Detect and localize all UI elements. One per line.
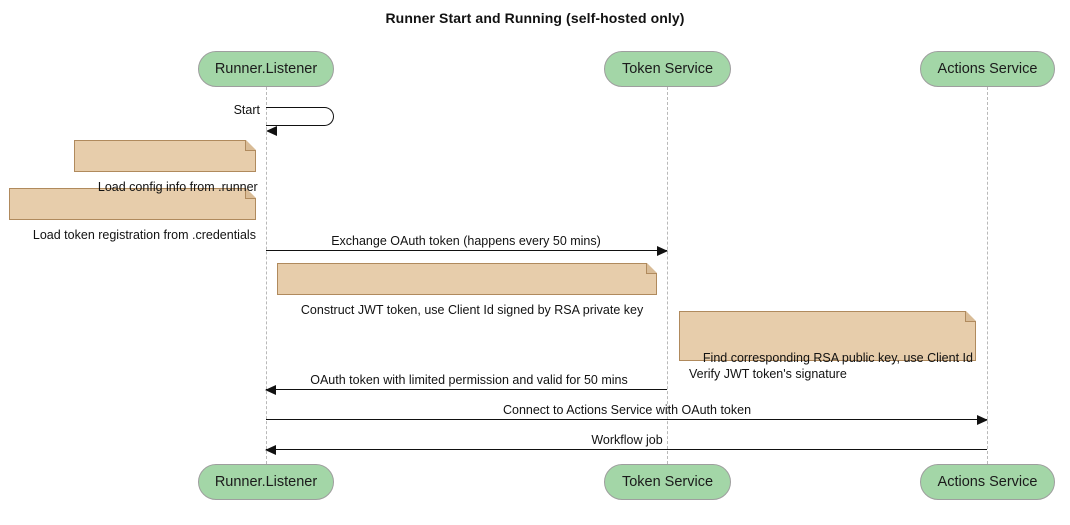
participant-label: Token Service (621, 61, 714, 77)
arrowhead-right-icon (977, 415, 988, 425)
note-fold-corner-icon (646, 262, 658, 274)
lifeline-actions (987, 87, 988, 464)
note-text: Load config info from .runner (97, 180, 258, 194)
message-label-connect-actions: Connect to Actions Service with OAuth to… (502, 403, 752, 417)
self-message-arrowhead-start (266, 126, 277, 136)
message-label-exchange-oauth: Exchange OAuth token (happens every 50 m… (331, 234, 601, 248)
message-line-workflow-job (265, 445, 987, 455)
message-label-workflow-job: Workflow job (591, 433, 663, 447)
participant-label: Actions Service (937, 474, 1038, 490)
note-fold-corner-icon (245, 187, 257, 199)
note-construct-jwt: Construct JWT token, use Client Id signe… (277, 262, 658, 317)
note-text: Load token registration from .credential… (32, 228, 256, 242)
message-line-exchange-oauth (266, 246, 668, 256)
arrowhead-right-icon (657, 246, 668, 256)
lifeline-token (667, 87, 668, 464)
note-text: Construct JWT token, use Client Id signe… (300, 303, 644, 317)
participant-actions-top[interactable]: Actions Service (920, 51, 1055, 87)
participant-runner-bottom[interactable]: Runner.Listener (198, 464, 334, 500)
arrowhead-left-icon (265, 445, 276, 455)
participant-label: Token Service (621, 474, 714, 490)
note-load-token-registration: Load token registration from .credential… (9, 187, 257, 242)
message-label-oauth-token-return: OAuth token with limited permission and … (310, 373, 628, 387)
participant-token-top[interactable]: Token Service (604, 51, 731, 87)
self-message-loop-start (266, 107, 334, 126)
page-title: Runner Start and Running (self-hosted on… (385, 10, 685, 26)
note-text: Find corresponding RSA public key, use C… (689, 351, 973, 381)
note-verify-jwt: Find corresponding RSA public key, use C… (679, 310, 977, 381)
participant-token-bottom[interactable]: Token Service (604, 464, 731, 500)
message-line-connect-actions (266, 415, 988, 425)
participant-actions-bottom[interactable]: Actions Service (920, 464, 1055, 500)
message-line-oauth-token-return (265, 385, 667, 395)
lifeline-runner (266, 87, 267, 464)
note-fold-corner-icon (245, 139, 257, 151)
arrowhead-left-icon (265, 385, 276, 395)
participant-label: Runner.Listener (214, 474, 318, 490)
note-load-config: Load config info from .runner (74, 139, 258, 194)
self-message-label-start: Start (233, 103, 260, 117)
participant-label: Runner.Listener (214, 61, 318, 77)
participant-runner-top[interactable]: Runner.Listener (198, 51, 334, 87)
note-fold-corner-icon (965, 310, 977, 322)
participant-label: Actions Service (937, 61, 1038, 77)
